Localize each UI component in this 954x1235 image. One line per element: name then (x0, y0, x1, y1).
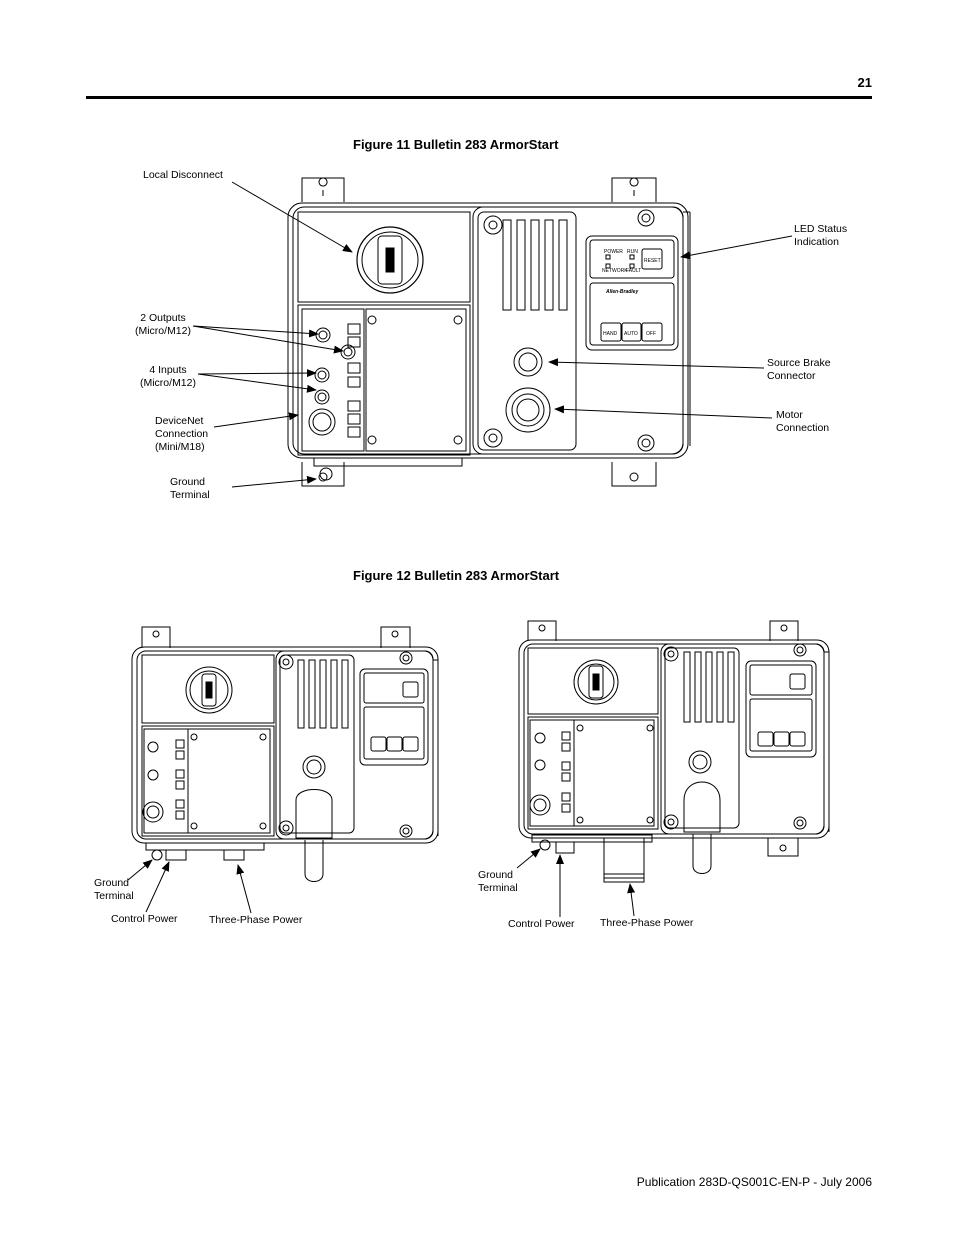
auto-marking: AUTO (624, 331, 638, 337)
right-unit (518, 620, 830, 883)
ground-terminal-label-line2: Terminal (170, 488, 210, 501)
left-unit (131, 626, 439, 882)
ground-terminal-label-line1: Ground (170, 476, 206, 488)
fig12-left-three-phase-label: Three-Phase Power (209, 914, 303, 926)
devicenet-label-line1: DeviceNet (155, 415, 204, 427)
fig12-left-ground-label: Ground Terminal (94, 877, 134, 902)
local-disconnect-label: Local Disconnect (143, 169, 223, 181)
source-brake-label-line2: Connector (767, 369, 816, 382)
power-marking: POWER (604, 249, 623, 255)
fig12-left-ground-line1: Ground (94, 877, 130, 889)
fig12-right-ground-label: Ground Terminal (478, 869, 518, 894)
outputs-label-line1: 2 Outputs (140, 312, 186, 324)
inputs-label-line2: (Micro/M12) (139, 376, 196, 389)
source-brake-label-line1: Source Brake (767, 357, 831, 369)
network-marking: NETWORK (602, 268, 628, 274)
outputs-label: 2 Outputs (Micro/M12) (128, 312, 198, 337)
fig12-right-ground-line1: Ground (478, 869, 514, 881)
fig12-right-three-phase-label: Three-Phase Power (600, 917, 694, 929)
motor-connection-label-line2: Connection (776, 421, 830, 434)
motor-connection-label: Motor Connection (776, 409, 829, 434)
inputs-label: 4 Inputs (Micro/M12) (133, 364, 203, 389)
brand-marking: Allen-Bradley (605, 289, 638, 295)
figure-11-caption: Figure 11 Bulletin 283 ArmorStart (353, 137, 559, 152)
motor-connection-label-line1: Motor (776, 409, 803, 421)
off-marking: OFF (646, 331, 656, 337)
fault-marking: FAULT (626, 268, 641, 274)
devicenet-label-line2: Connection (155, 427, 209, 440)
mounting-tab (301, 177, 657, 487)
publication-footer: Publication 283D-QS001C-EN-P - July 2006 (636, 1175, 872, 1189)
led-status-label: LED Status Indication (794, 223, 847, 248)
source-brake-label: Source Brake Connector (767, 357, 831, 382)
fig12-left-control-power-label: Control Power (111, 913, 178, 925)
devicenet-label-line3: (Mini/M18) (155, 441, 205, 453)
inputs-label-line1: 4 Inputs (149, 364, 187, 376)
devicenet-label: DeviceNet Connection (Mini/M18) (155, 415, 208, 454)
fig12-left-ground-line2: Terminal (94, 889, 134, 902)
outputs-label-line2: (Micro/M12) (134, 324, 191, 337)
fig12-right-control-power-label: Control Power (508, 918, 575, 930)
led-status-label-line1: LED Status (794, 223, 848, 235)
figure-12-caption: Figure 12 Bulletin 283 ArmorStart (353, 568, 560, 583)
ground-terminal-label: Ground Terminal (170, 476, 210, 501)
fig12-right-ground-line2: Terminal (478, 881, 518, 894)
page-number: 21 (857, 75, 872, 90)
reset-marking: RESET (644, 258, 661, 264)
hand-marking: HAND (603, 331, 618, 337)
led-status-label-line2: Indication (794, 235, 839, 248)
header-rule (86, 96, 872, 99)
run-marking: RUN (627, 249, 638, 255)
